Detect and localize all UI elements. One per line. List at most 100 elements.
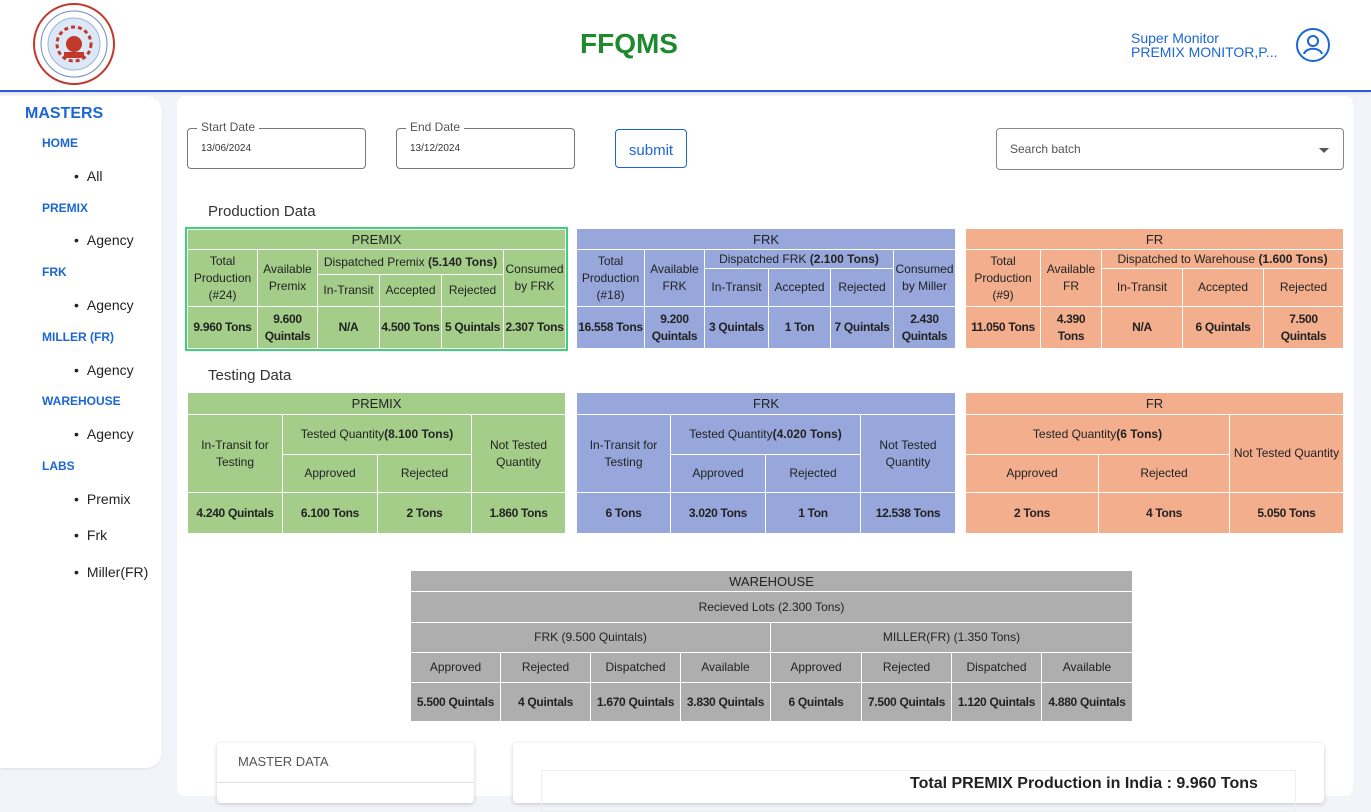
sidebar-item-labs-miller[interactable]: Miller(FR) bbox=[74, 564, 148, 580]
production-chart-area: Total PREMIX Production in India : 9.960… bbox=[541, 770, 1296, 812]
sidebar-section-frk[interactable]: FRK bbox=[42, 265, 67, 279]
production-chart-title: Total PREMIX Production in India : 9.960… bbox=[910, 775, 1258, 792]
testing-fr-approved-label: Approved bbox=[965, 454, 1099, 493]
fr-in-transit-label: In-Transit bbox=[1101, 268, 1183, 307]
premix-total-production-label: Total Production (#24) bbox=[187, 249, 258, 307]
production-premix-title: PREMIX bbox=[186, 229, 567, 250]
production-fr-title: FR bbox=[964, 228, 1345, 250]
frk-rejected-label: Rejected bbox=[830, 268, 894, 307]
user-avatar-icon[interactable] bbox=[1296, 28, 1330, 62]
sidebar-item-labs-frk[interactable]: Frk bbox=[74, 527, 107, 543]
fr-dispatched-label: Dispatched to Warehouse bbox=[1117, 251, 1256, 266]
testing-frk-table: FRK In-Transit for Testing Tested Quanti… bbox=[576, 392, 956, 534]
start-date-label: Start Date bbox=[197, 120, 260, 134]
testing-fr-rejected-label: Rejected bbox=[1098, 454, 1230, 493]
sidebar-item-premix-agency[interactable]: Agency bbox=[74, 232, 134, 248]
sidebar-item-all[interactable]: All bbox=[74, 168, 103, 184]
start-date-field[interactable]: Start Date 13/06/2024 bbox=[187, 120, 366, 169]
sidebar-item-labs-premix[interactable]: Premix bbox=[74, 491, 131, 507]
user-name: PREMIX MONITOR,P... bbox=[1131, 44, 1278, 60]
warehouse-frk-dispatched-label: Dispatched bbox=[590, 652, 681, 683]
end-date-label: End Date bbox=[406, 120, 465, 134]
frk-dispatched-label: Dispatched FRK bbox=[719, 251, 807, 266]
frk-consumed-value: 2.430 Quintals bbox=[892, 306, 957, 349]
testing-premix-tested-value: (8.100 Tons) bbox=[384, 427, 454, 441]
testing-frk-approved-value: 3.020 Tons bbox=[670, 492, 766, 534]
testing-data-title: Testing Data bbox=[208, 367, 292, 384]
production-fr-table: FR Total Production (#9) Available FR Di… bbox=[964, 228, 1345, 349]
premix-total-production-value: 9.960 Tons bbox=[187, 306, 258, 349]
fr-rejected-label: Rejected bbox=[1262, 268, 1345, 307]
warehouse-frk-rejected-label: Rejected bbox=[500, 652, 591, 683]
production-chart-card: Total PREMIX Production in India : 9.960… bbox=[513, 743, 1324, 812]
testing-fr-rejected-value: 4 Tons bbox=[1098, 492, 1230, 534]
master-data-card: MASTER DATA bbox=[217, 743, 474, 803]
premix-dispatched-header: Dispatched Premix (5.140 Tons) bbox=[317, 249, 504, 275]
testing-premix-rejected-value: 2 Tons bbox=[377, 492, 472, 534]
frk-available-label: Available FRK bbox=[644, 249, 705, 307]
sidebar-section-warehouse[interactable]: WAREHOUSE bbox=[42, 394, 121, 408]
warehouse-frk-available-value: 3.830 Quintals bbox=[680, 682, 771, 722]
chevron-down-icon[interactable] bbox=[1319, 148, 1329, 153]
submit-button[interactable]: submit bbox=[615, 129, 687, 168]
user-role: Super Monitor bbox=[1131, 30, 1219, 46]
testing-frk-title: FRK bbox=[576, 392, 956, 415]
production-premix-table: PREMIX Total Production (#24) Available … bbox=[184, 227, 569, 351]
warehouse-miller-available-value: 4.880 Quintals bbox=[1041, 682, 1133, 722]
testing-premix-in-transit-value: 4.240 Quintals bbox=[187, 492, 283, 534]
ffqms-logo[interactable] bbox=[32, 2, 116, 86]
end-date-field[interactable]: End Date 13/12/2024 bbox=[396, 120, 575, 169]
fr-accepted-label: Accepted bbox=[1182, 268, 1264, 307]
testing-fr-tested-label: Tested Quantity bbox=[1032, 427, 1117, 441]
premix-dispatched-value: (5.140 Tons) bbox=[427, 254, 498, 269]
sidebar-section-miller[interactable]: MILLER (FR) bbox=[42, 330, 114, 344]
search-batch-select[interactable]: Search batch bbox=[996, 128, 1344, 170]
premix-in-transit-value: N/A bbox=[317, 306, 380, 349]
frk-accepted-label: Accepted bbox=[768, 268, 831, 307]
premix-consumed-label: Consumed by FRK bbox=[502, 249, 567, 307]
testing-premix-approved-label: Approved bbox=[282, 454, 378, 493]
sidebar-item-warehouse-agency[interactable]: Agency bbox=[74, 426, 134, 442]
testing-frk-in-transit-value: 6 Tons bbox=[576, 492, 671, 534]
premix-accepted-label: Accepted bbox=[379, 274, 442, 307]
testing-premix-in-transit-label: In-Transit for Testing bbox=[187, 414, 283, 493]
testing-premix-not-tested-value: 1.860 Tons bbox=[470, 492, 567, 534]
production-frk-title: FRK bbox=[575, 228, 957, 250]
warehouse-miller-label: MILLER(FR) (1.350 Tons) bbox=[770, 622, 1133, 653]
app-header: FFQMS Super Monitor PREMIX MONITOR,P... bbox=[0, 0, 1371, 92]
warehouse-received-label: Recieved Lots (2.300 Tons) bbox=[410, 591, 1133, 623]
warehouse-frk-rejected-value: 4 Quintals bbox=[500, 682, 591, 722]
testing-frk-tested-value: (4.020 Tons) bbox=[772, 427, 842, 441]
testing-premix-tested-label: Tested Quantity bbox=[300, 427, 385, 441]
testing-fr-table: FR Tested Quantity(6 Tons) Not Tested Qu… bbox=[965, 392, 1344, 534]
sidebar-section-premix[interactable]: PREMIX bbox=[42, 201, 89, 215]
testing-premix-title: PREMIX bbox=[186, 392, 567, 415]
frk-in-transit-value: 3 Quintals bbox=[704, 306, 769, 349]
premix-consumed-value: 2.307 Tons bbox=[502, 306, 567, 349]
sidebar-item-miller-agency[interactable]: Agency bbox=[74, 362, 134, 378]
fr-available-value: 4.390 Tons bbox=[1040, 306, 1102, 349]
fr-available-label: Available FR bbox=[1040, 249, 1102, 307]
premix-dispatched-label: Dispatched Premix bbox=[323, 254, 425, 269]
testing-frk-tested-label: Tested Quantity bbox=[689, 427, 773, 441]
sidebar: MASTERS HOME All PREMIX Agency FRK Agenc… bbox=[0, 96, 162, 768]
warehouse-table: WAREHOUSE Recieved Lots (2.300 Tons) FRK… bbox=[410, 570, 1133, 722]
warehouse-miller-approved-label: Approved bbox=[770, 652, 862, 683]
sidebar-section-home[interactable]: HOME bbox=[42, 136, 78, 150]
fr-total-production-label: Total Production (#9) bbox=[965, 249, 1041, 307]
warehouse-miller-dispatched-label: Dispatched bbox=[951, 652, 1042, 683]
fr-dispatched-value: (1.600 Tons) bbox=[1258, 251, 1328, 266]
sidebar-section-labs[interactable]: LABS bbox=[42, 459, 75, 473]
fr-dispatched-header: Dispatched to Warehouse (1.600 Tons) bbox=[1100, 249, 1345, 269]
frk-rejected-value: 7 Quintals bbox=[830, 306, 894, 349]
warehouse-title: WAREHOUSE bbox=[410, 570, 1133, 592]
testing-frk-rejected-label: Rejected bbox=[765, 454, 861, 493]
frk-in-transit-label: In-Transit bbox=[704, 268, 769, 307]
frk-dispatched-value: (2.100 Tons) bbox=[809, 251, 879, 266]
premix-available-value: 9.600 Quintals bbox=[257, 306, 318, 349]
testing-fr-not-tested-label: Not Tested Quantity bbox=[1229, 414, 1344, 493]
user-info: Super Monitor PREMIX MONITOR,P... bbox=[1131, 31, 1278, 59]
sidebar-item-frk-agency[interactable]: Agency bbox=[74, 297, 134, 313]
fr-in-transit-value: N/A bbox=[1101, 306, 1183, 349]
frk-accepted-value: 1 Ton bbox=[768, 306, 831, 349]
